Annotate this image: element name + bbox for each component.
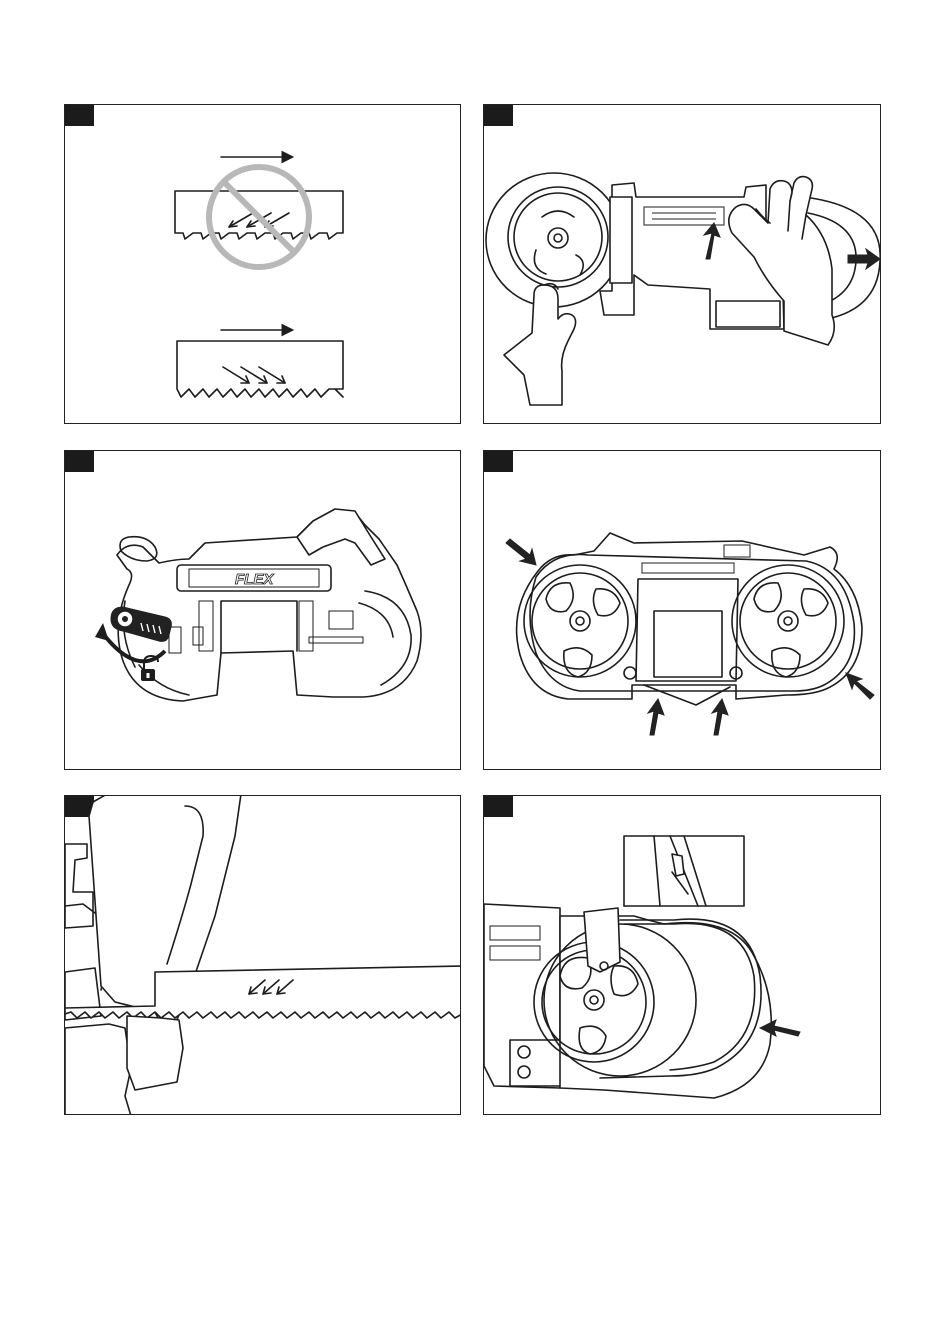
no-entry-circle-icon [209,167,309,267]
arrow-icon [846,673,874,699]
arrow-icon [712,699,728,735]
brand-logo: FLEX [235,571,274,588]
hand-left-illustration [504,285,576,405]
panel-blade-seated-wheel [483,795,881,1115]
arrow-icon [223,367,285,383]
blade-guide-illustration [65,796,461,1115]
panel-tension-lever-unlock: FLEX [64,450,461,770]
saw-interior-illustration [484,451,881,770]
blade-correct-orientation [177,341,343,397]
saw-side-view-illustration: FLEX [65,451,461,770]
panel-remove-blade [483,104,881,424]
panel-blade-teeth-direction [64,104,461,424]
panel-blade-on-wheels [483,450,881,770]
panel-blade-guide-closeup [64,795,461,1115]
wheel-detail-illustration [484,796,881,1115]
blade-direction-illustration [65,105,461,424]
arrow-icon [848,249,880,269]
saw-housing [117,513,421,701]
arrow-icon [506,539,536,565]
arrow-icon [648,699,664,735]
saw-open-housing-illustration [484,105,881,424]
